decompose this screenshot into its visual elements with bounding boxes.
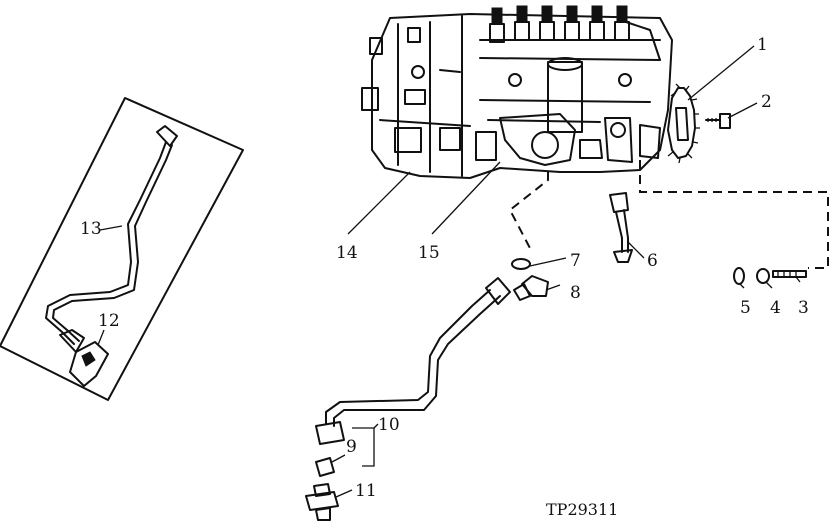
leader-9 <box>331 454 346 463</box>
o-ring-7 <box>511 258 531 270</box>
screw-3 <box>772 270 807 278</box>
callout-6: 6 <box>647 251 658 271</box>
leader-15 <box>431 161 501 235</box>
leader-11 <box>335 489 353 498</box>
callout-7: 7 <box>570 251 581 271</box>
callout-8: 8 <box>570 283 581 303</box>
injection-pump <box>361 5 673 179</box>
washer-5 <box>733 267 745 285</box>
leader-14 <box>347 171 411 235</box>
callout-9: 9 <box>346 437 357 457</box>
callout-4: 4 <box>770 298 781 318</box>
dashed-link-3 <box>639 160 829 269</box>
leader-10 <box>373 423 379 429</box>
elbow-fitting-8 <box>513 275 549 301</box>
figure-id: TP29311 <box>546 500 619 519</box>
leader-6 <box>627 241 645 259</box>
callout-11: 11 <box>355 481 377 501</box>
inset-fuel-line-13 <box>45 125 178 345</box>
callout-2: 2 <box>761 92 772 112</box>
callout-10: 10 <box>378 415 400 435</box>
leader-1 <box>687 45 755 101</box>
callout-12: 12 <box>98 311 120 331</box>
callout-15: 15 <box>418 243 440 263</box>
callout-13: 13 <box>80 219 102 239</box>
leader-2 <box>727 102 758 119</box>
drive-gear-1 <box>667 83 700 164</box>
leader-8 <box>545 284 561 291</box>
leader-12 <box>97 329 105 346</box>
screw-2 <box>705 113 731 129</box>
fitting-11 <box>305 483 339 521</box>
dashed-link-7 <box>508 172 549 253</box>
fuel-line-10 <box>315 277 511 445</box>
leader-4 <box>765 281 773 289</box>
callout-1: 1 <box>757 35 768 55</box>
inset-fitting-12 <box>59 329 109 387</box>
fitting-6 <box>609 192 633 263</box>
leader-7 <box>529 257 567 267</box>
nut-9 <box>315 457 335 477</box>
leader-13 <box>99 225 123 231</box>
callout-3: 3 <box>798 298 809 318</box>
leader-5 <box>739 283 745 289</box>
washer-4 <box>756 268 770 284</box>
inset-panel <box>0 97 244 401</box>
callout-14: 14 <box>336 243 358 263</box>
leader-3 <box>795 276 801 283</box>
callout-5: 5 <box>740 298 751 318</box>
bracket-9-10 <box>352 427 375 467</box>
